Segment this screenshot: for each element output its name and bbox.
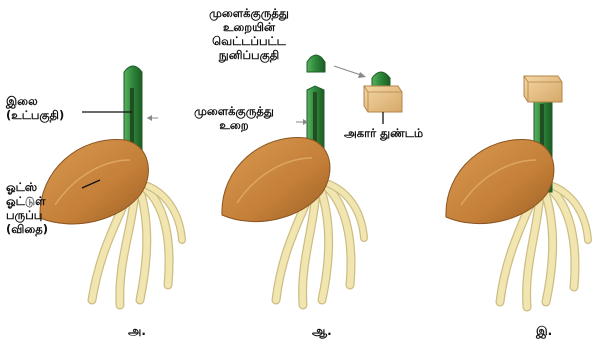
leaf-label-line-1: இலை [6, 94, 64, 108]
leaf-label: இலை (உட்பகுதி) [6, 94, 64, 122]
tip-to-agar-arrow [334, 66, 366, 78]
agar-block-with-tip [364, 72, 402, 112]
tip-label-line-3: வெட்டப்பட்ட [178, 34, 320, 48]
leaf-label-line-2: (உட்பகுதி) [6, 108, 64, 122]
tip-label-line-4: நுனிப்பகுதி [178, 48, 320, 62]
seed-label-line-4: (விதை) [6, 222, 48, 236]
sheath-label-line-1: முளைக்குருத்து [176, 104, 292, 118]
leaf-arrow [147, 115, 158, 121]
agar-block-label: அகார் துண்டம் [344, 126, 423, 140]
seedling-c [446, 76, 588, 307]
coleoptile-sheath-label: முளைக்குருத்து உறை [176, 104, 292, 132]
oat-seed-label: ஓட்ஸ் ஓட்டுள் பருப்பு (விதை) [6, 180, 48, 236]
panel-label-a: அ. [128, 324, 146, 340]
seed-label-line-2: ஓட்டுள் [6, 194, 48, 208]
agar-block-on-stump [524, 76, 562, 102]
severed-tip-label: முளைக்குருத்து உறையின் வெட்டப்பட்ட நுனிப… [178, 6, 320, 62]
tip-label-line-1: முளைக்குருத்து [178, 6, 320, 20]
sheath-arrow [296, 119, 308, 125]
panel-label-b: ஆ. [312, 324, 332, 340]
seed-label-line-1: ஓட்ஸ் [6, 180, 48, 194]
sheath-label-line-2: உறை [176, 118, 292, 132]
seed-label-line-3: பருப்பு [6, 208, 48, 222]
panel-label-c: இ. [536, 324, 552, 340]
tip-label-line-2: உறையின் [178, 20, 320, 34]
